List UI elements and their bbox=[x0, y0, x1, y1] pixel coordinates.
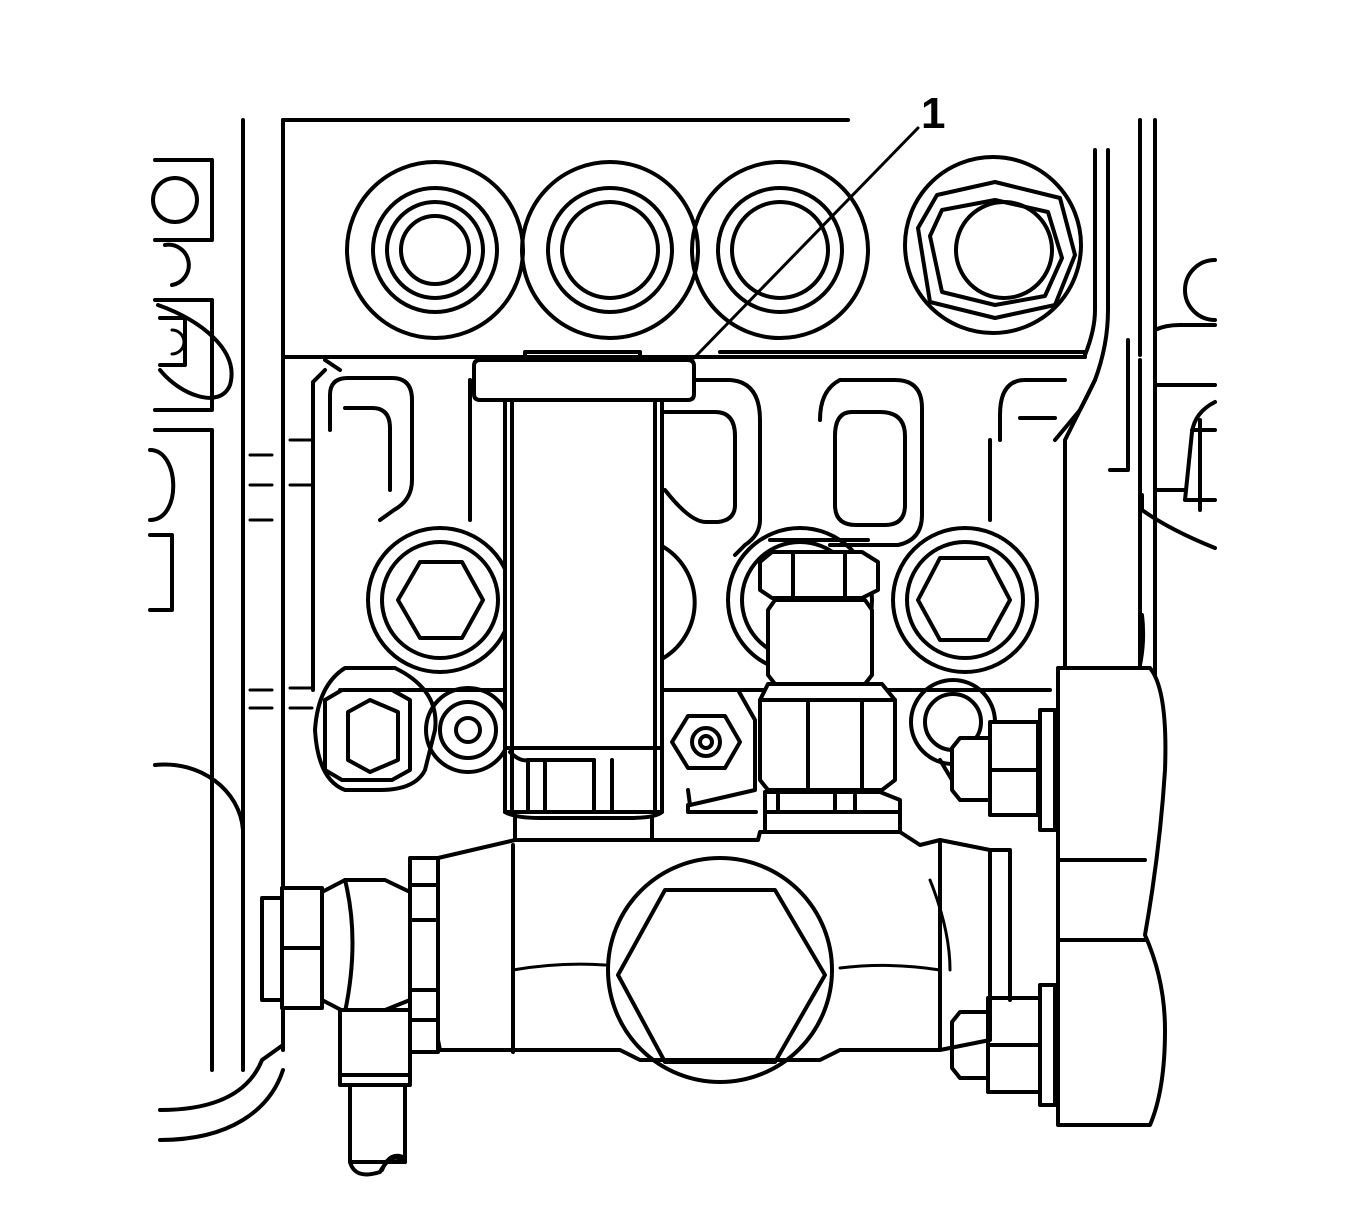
left-hex-plug bbox=[313, 666, 438, 792]
callout-1-label: 1 bbox=[921, 89, 945, 138]
top-port-3 bbox=[690, 160, 870, 340]
center-fitting-stack bbox=[758, 538, 902, 834]
right-structure bbox=[1053, 118, 1217, 692]
left-frame bbox=[148, 118, 850, 1142]
left-banjo-tube bbox=[260, 878, 412, 1177]
banjo-fitting-upper bbox=[950, 720, 1040, 817]
small-nut-center bbox=[670, 688, 758, 814]
top-port-4-hex-bolt bbox=[903, 155, 1083, 335]
top-port-2 bbox=[520, 160, 700, 340]
mid-port-4-hex bbox=[891, 526, 1039, 674]
mid-port-1-hex bbox=[366, 526, 514, 674]
middle-block bbox=[311, 358, 1067, 692]
lower-housing bbox=[408, 830, 992, 1084]
callout-1-leader bbox=[692, 126, 920, 360]
top-port-1 bbox=[345, 160, 525, 340]
right-manifold bbox=[950, 666, 1168, 1127]
top-port-row bbox=[281, 155, 1087, 359]
socket-tool bbox=[472, 350, 696, 842]
large-hex-plug bbox=[606, 856, 834, 1084]
mid-port-2 bbox=[658, 543, 697, 662]
callout-1: 1 bbox=[692, 89, 945, 360]
washer-left bbox=[424, 686, 512, 774]
